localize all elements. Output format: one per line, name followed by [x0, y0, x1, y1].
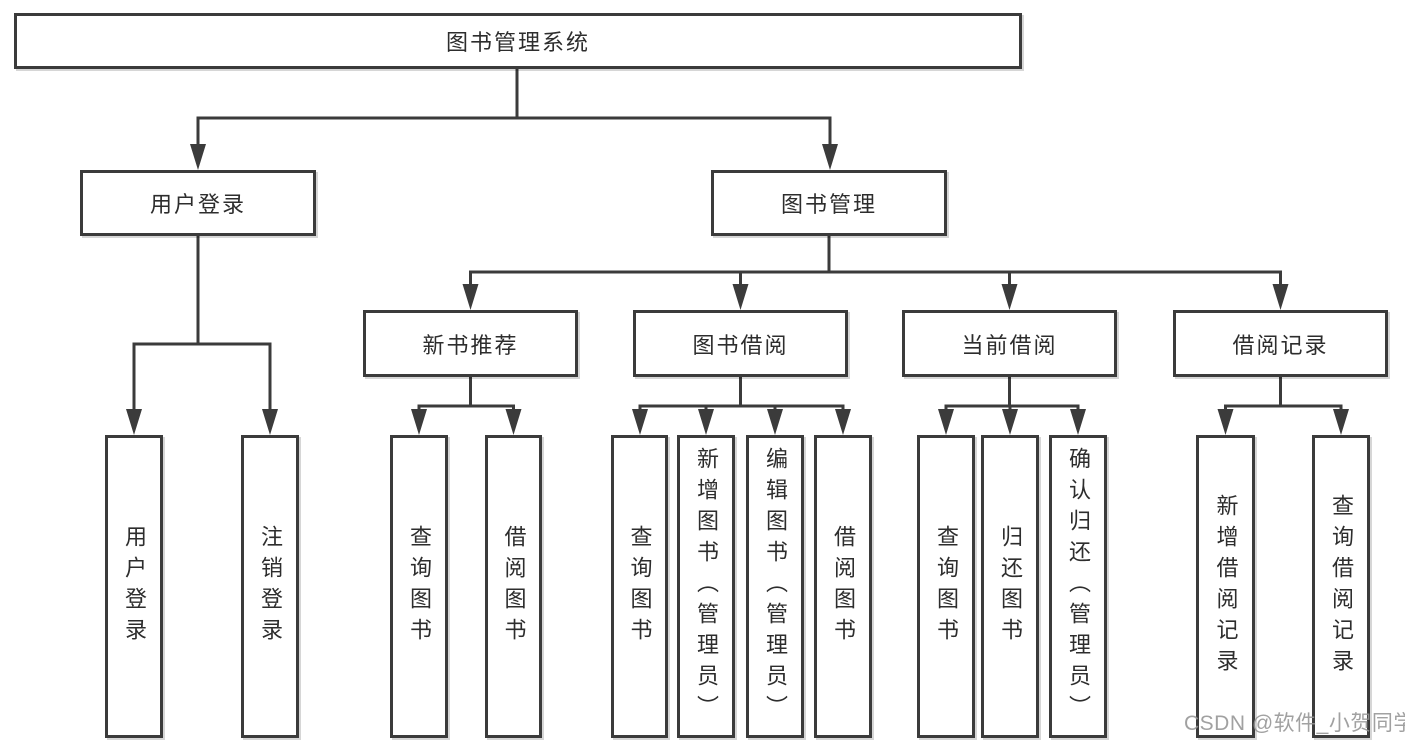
- node-new-book-recommend: 新书推荐: [363, 310, 578, 377]
- connector-root-to-level2: [196, 67, 832, 152]
- leaf-return-books-label: 归还图书: [998, 524, 1023, 649]
- leaf-confirm-return-admin: 确认归还（管理员）: [1049, 435, 1107, 738]
- node-book-borrow: 图书借阅: [633, 310, 848, 377]
- leaf-add-borrow-record-label: 新增借阅记录: [1213, 493, 1239, 680]
- node-borrow-record: 借阅记录: [1173, 310, 1388, 377]
- leaf-add-book-admin: 新增图书（管理员）: [677, 435, 735, 738]
- leaf-borrow-books-1-label: 借阅图书: [501, 524, 527, 649]
- leaf-edit-book-admin: 编辑图书（管理员）: [746, 435, 804, 738]
- node-root-label: 图书管理系统: [445, 30, 590, 55]
- leaf-confirm-return-admin-label: 确认归还（管理员）: [1066, 447, 1091, 726]
- leaf-add-book-admin-label: 新增图书（管理员）: [694, 447, 719, 726]
- node-root: 图书管理系统: [14, 13, 1022, 69]
- connector-bookmgmt-to-level3: [469, 235, 1282, 292]
- leaf-logout-label: 注销登录: [258, 524, 283, 649]
- node-book-management: 图书管理: [711, 170, 947, 236]
- leaf-query-books-3-label: 查询图书: [934, 524, 959, 649]
- leaf-user-login: 用户登录: [105, 435, 163, 738]
- leaf-add-borrow-record: 新增借阅记录: [1196, 435, 1255, 738]
- node-user-login-label: 用户登录: [149, 192, 246, 217]
- leaf-borrow-books-2: 借阅图书: [814, 435, 872, 738]
- leaf-query-books-2-label: 查询图书: [627, 524, 653, 649]
- leaf-borrow-books-2-label: 借阅图书: [831, 524, 856, 649]
- leaf-query-books-1-label: 查询图书: [407, 524, 432, 649]
- leaf-return-books: 归还图书: [981, 435, 1039, 738]
- node-book-borrow-label: 图书借阅: [692, 332, 789, 358]
- leaf-query-books-3: 查询图书: [917, 435, 975, 738]
- leaf-query-borrow-record-label: 查询借阅记录: [1329, 493, 1354, 680]
- leaf-query-books-2: 查询图书: [611, 435, 668, 738]
- leaf-logout: 注销登录: [241, 435, 299, 738]
- leaf-borrow-books-1: 借阅图书: [485, 435, 542, 738]
- node-current-borrow: 当前借阅: [902, 310, 1117, 377]
- node-new-book-recommend-label: 新书推荐: [422, 332, 519, 358]
- node-borrow-record-label: 借阅记录: [1232, 332, 1329, 358]
- leaf-user-login-label: 用户登录: [122, 524, 147, 649]
- connector-newbook-group: [417, 375, 515, 417]
- node-user-login: 用户登录: [80, 170, 316, 236]
- leaf-edit-book-admin-label: 编辑图书（管理员）: [763, 447, 788, 726]
- leaf-query-books-1: 查询图书: [390, 435, 448, 738]
- connector-userlogin-group: [132, 235, 272, 417]
- connector-bookborrow-group: [638, 375, 845, 417]
- arrowheads: [126, 144, 1349, 435]
- node-current-borrow-label: 当前借阅: [961, 332, 1058, 358]
- node-book-management-label: 图书管理: [780, 192, 877, 217]
- connector-borrowrecord-group: [1224, 375, 1343, 417]
- leaf-query-borrow-record: 查询借阅记录: [1312, 435, 1370, 738]
- watermark: CSDN @软件_小贺同学: [1184, 712, 1405, 735]
